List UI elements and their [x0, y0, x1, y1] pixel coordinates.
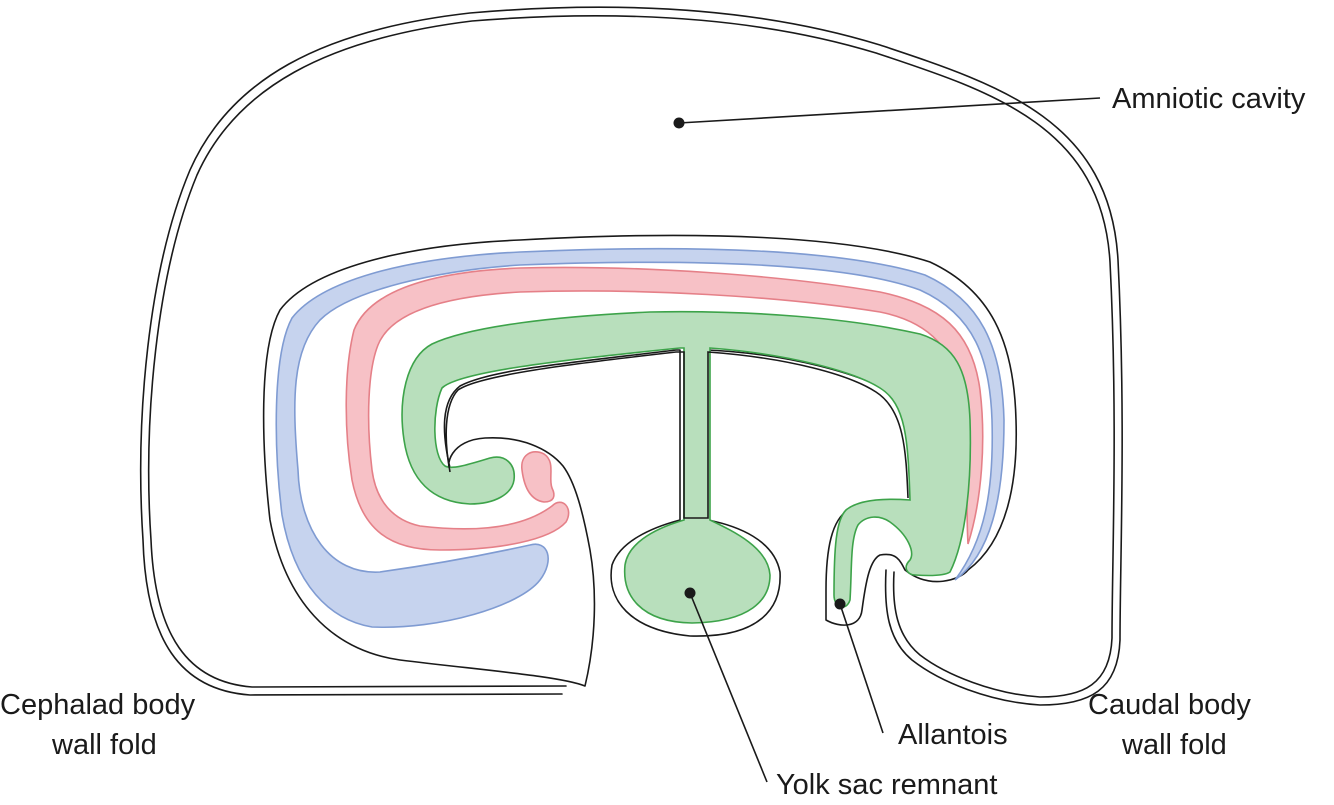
endoderm-layer [401, 310, 972, 624]
leader-amniotic-cavity [673, 97, 1101, 129]
leader-yolk-sac [684, 587, 768, 783]
label-cephalad-fold-line1: Cephalad body [0, 689, 196, 721]
ectoderm-band [275, 247, 1005, 629]
mesoderm-tip [521, 451, 555, 503]
label-allantois: Allantois [898, 719, 1008, 751]
gut-lumen-outline [445, 351, 909, 519]
label-cephalad-fold-line2: wall fold [52, 729, 157, 761]
gut-tube [401, 310, 972, 624]
label-yolk-sac-remnant: Yolk sac remnant [776, 769, 998, 801]
label-amniotic-cavity: Amniotic cavity [1112, 83, 1306, 115]
label-caudal-fold-line1: Caudal body [1088, 689, 1251, 721]
amnion-outline [139, 6, 1123, 706]
ectoderm-layer [275, 247, 1005, 629]
label-caudal-fold-line2: wall fold [1122, 729, 1227, 761]
mesoderm-layer [345, 266, 984, 551]
leader-allantois [834, 598, 884, 734]
mesoderm-band [345, 266, 984, 551]
